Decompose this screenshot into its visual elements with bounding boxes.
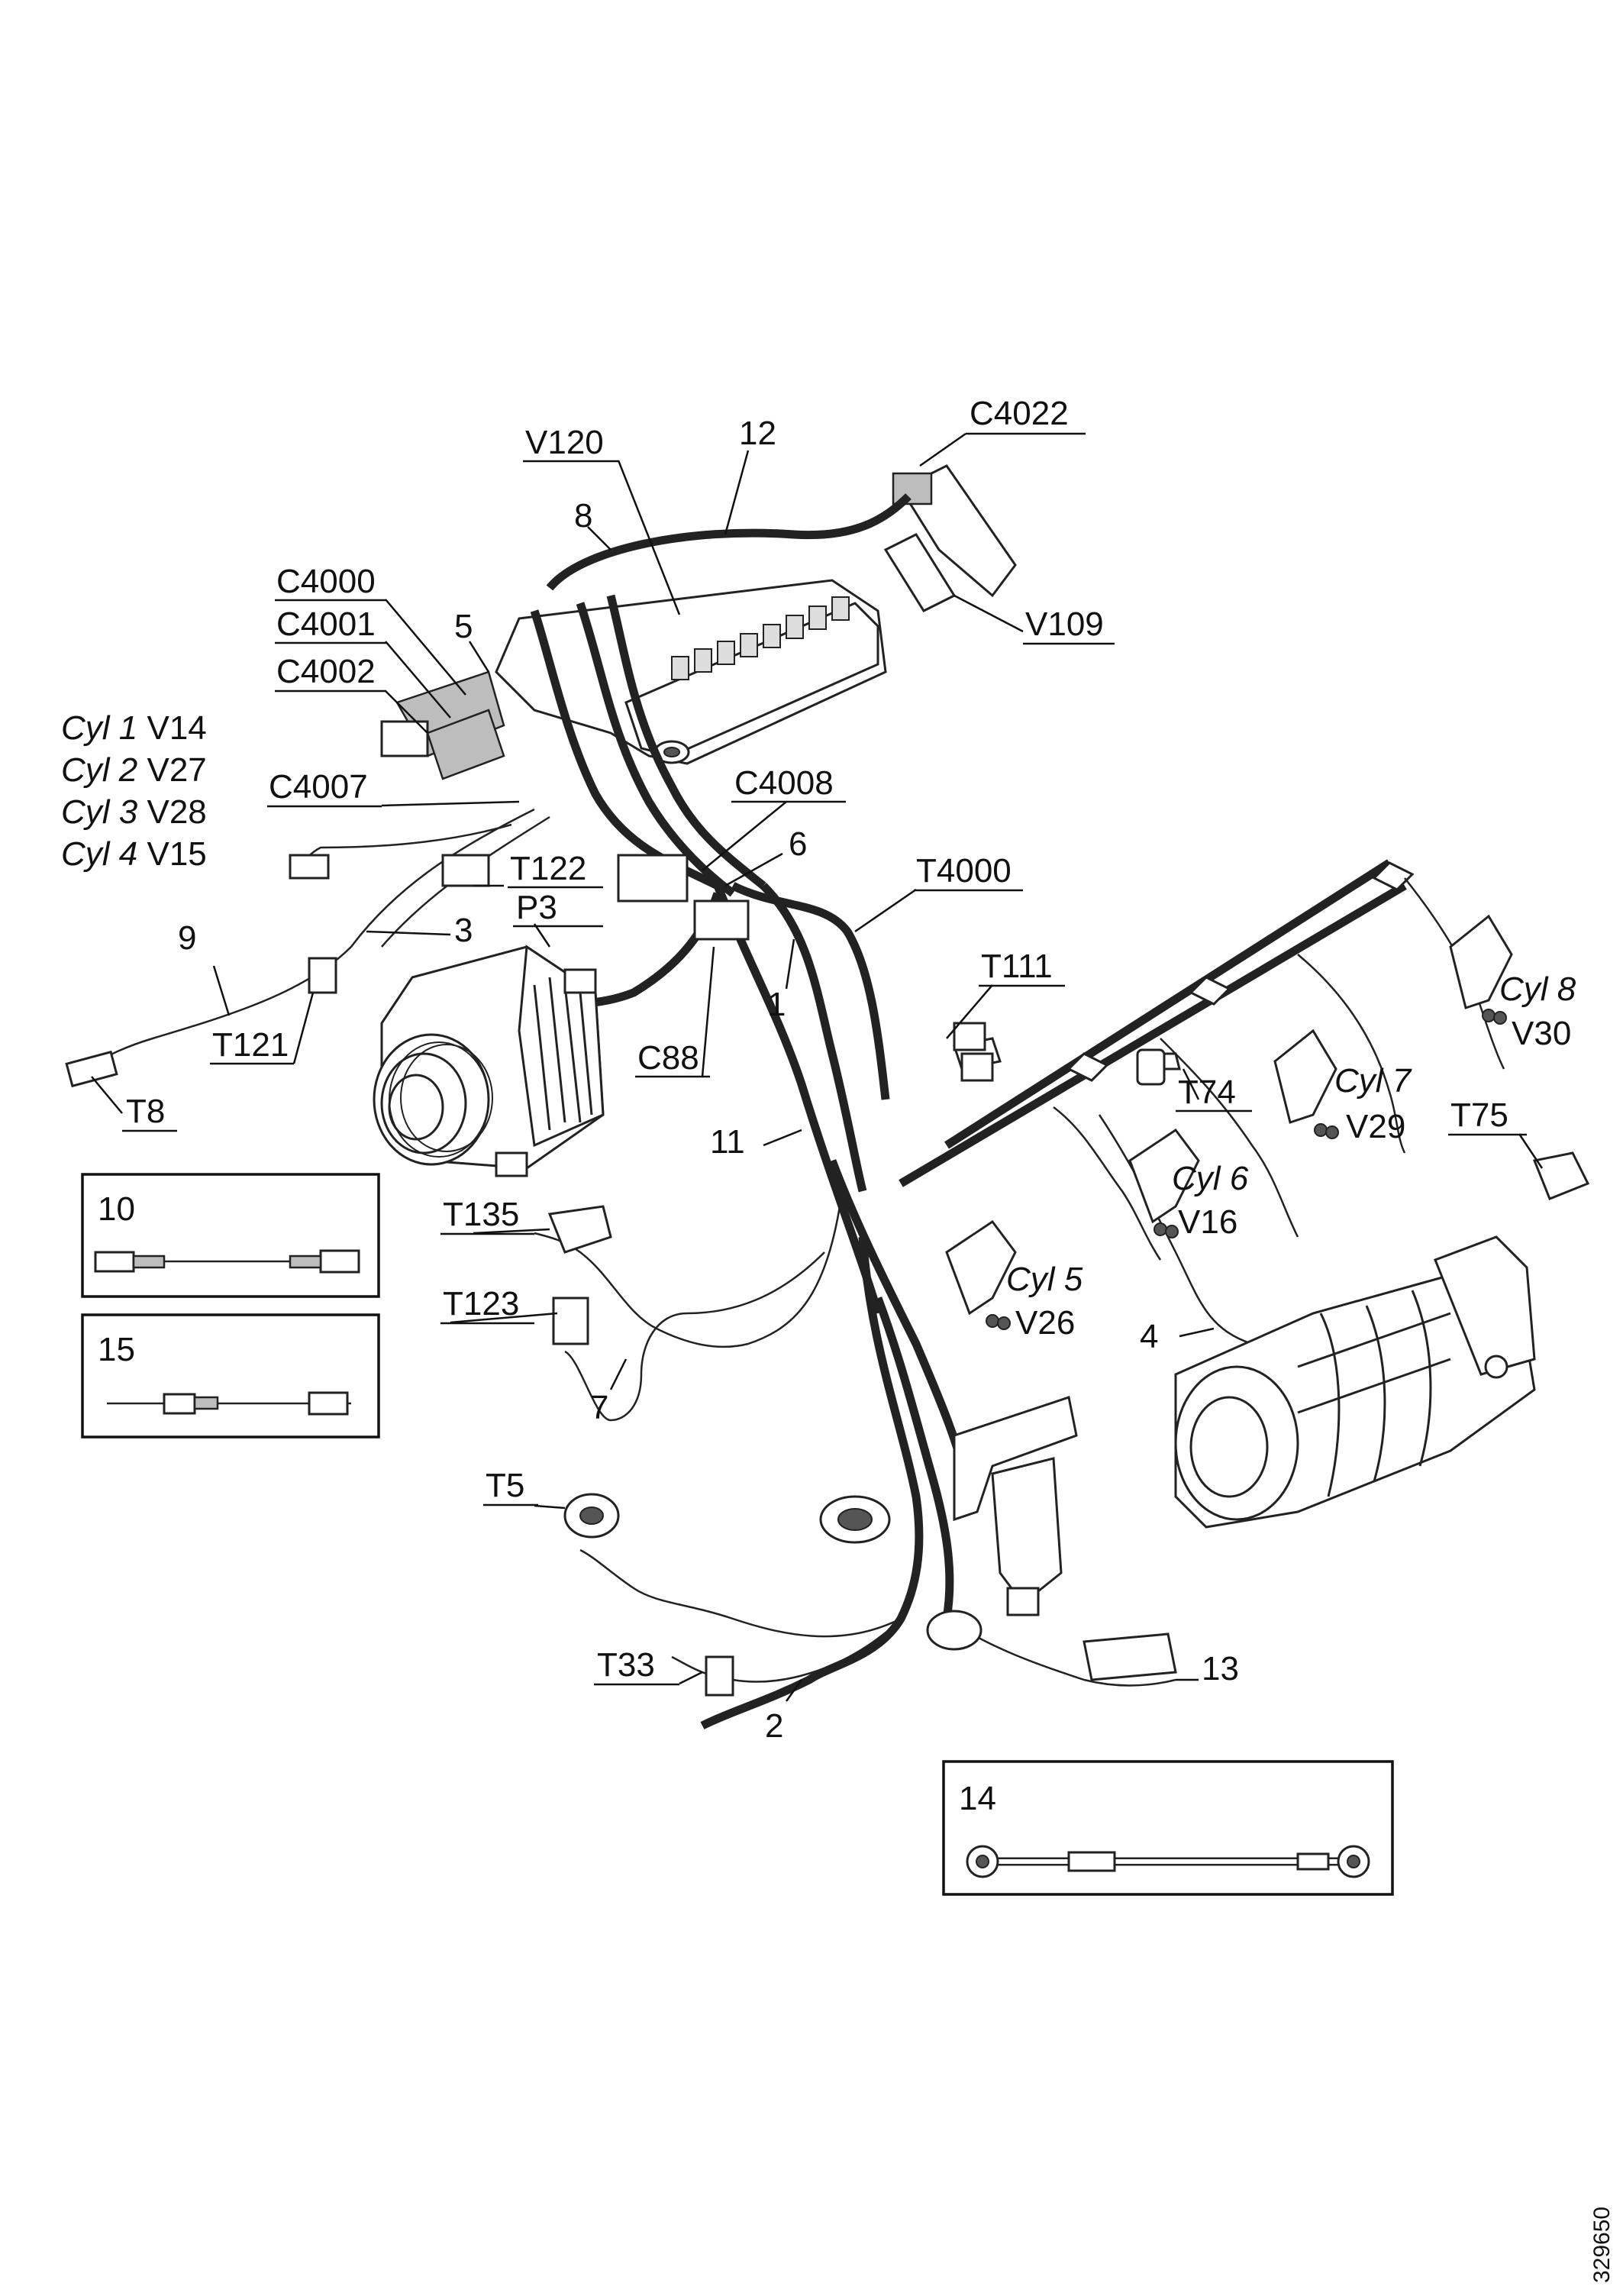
inset-box-14 — [942, 1760, 1394, 1896]
label-t75: T75 — [1450, 1096, 1508, 1134]
label-t5: T5 — [486, 1467, 524, 1504]
label-v109: V109 — [1025, 605, 1104, 643]
mounting-bracket — [883, 464, 1017, 612]
label-5: 5 — [454, 608, 473, 645]
label-t8: T8 — [126, 1093, 165, 1130]
label-3: 3 — [454, 912, 473, 949]
label-cyl4: Cyl 4 V15 — [61, 835, 207, 873]
label-cyl3: Cyl 3 V28 — [61, 793, 207, 831]
label-8: 8 — [574, 497, 592, 534]
label-cyl1: Cyl 1 V14 — [61, 709, 207, 747]
label-c4008: C4008 — [734, 764, 834, 802]
main-harness-bundle — [83, 493, 1407, 1729]
label-4: 4 — [1140, 1318, 1158, 1355]
label-cyl6: Cyl 6 — [1172, 1160, 1249, 1197]
label-cyl7: Cyl 7 — [1334, 1062, 1412, 1100]
starter-motor — [1174, 1235, 1536, 1529]
label-12: 12 — [739, 415, 776, 452]
callout-labels: C4022 12 V120 8 C4000 C4001 C4002 5 V109… — [61, 395, 1576, 1817]
label-cyl5: Cyl 5 — [1006, 1261, 1083, 1298]
label-t4000: T4000 — [916, 852, 1012, 890]
label-cyl5-v: V26 — [1015, 1304, 1075, 1342]
label-11: 11 — [710, 1123, 745, 1161]
label-t111: T111 — [981, 948, 1053, 985]
label-cyl8-v: V30 — [1512, 1015, 1571, 1052]
leader-lines — [91, 432, 1544, 1702]
engine-control-unit — [380, 579, 887, 780]
label-9: 9 — [178, 919, 196, 957]
label-t122: T122 — [510, 850, 586, 887]
label-10: 10 — [98, 1190, 135, 1228]
label-1: 1 — [767, 986, 786, 1023]
label-t74: T74 — [1178, 1074, 1236, 1111]
label-c4007: C4007 — [269, 768, 368, 806]
document-number: 329650 — [1589, 2207, 1615, 2283]
label-t123: T123 — [443, 1285, 519, 1322]
inset-box-15 — [81, 1313, 380, 1439]
harness-mount-bracket — [819, 1396, 1078, 1651]
sensor-connectors — [65, 854, 1590, 1697]
label-6: 6 — [789, 825, 807, 863]
label-13: 13 — [1202, 1650, 1239, 1687]
label-2: 2 — [765, 1707, 783, 1745]
label-cyl8: Cyl 8 — [1499, 970, 1576, 1008]
label-c4000: C4000 — [276, 563, 376, 600]
label-7: 7 — [590, 1389, 608, 1426]
inset-box-10 — [81, 1173, 380, 1298]
label-15: 15 — [98, 1331, 135, 1368]
label-v120: V120 — [525, 424, 604, 461]
label-cyl6-v: V16 — [1178, 1203, 1237, 1241]
label-cyl2: Cyl 2 V27 — [61, 751, 207, 789]
label-14: 14 — [959, 1780, 996, 1817]
label-cyl7-v: V29 — [1346, 1108, 1405, 1145]
label-c4001: C4001 — [276, 605, 376, 643]
label-t135: T135 — [443, 1196, 519, 1233]
label-t33: T33 — [597, 1646, 655, 1684]
label-p3: P3 — [516, 889, 557, 926]
label-c4022: C4022 — [970, 395, 1069, 432]
label-t121: T121 — [212, 1026, 289, 1064]
alternator — [373, 945, 605, 1177]
label-c88: C88 — [637, 1039, 699, 1077]
label-c4002: C4002 — [276, 653, 376, 690]
